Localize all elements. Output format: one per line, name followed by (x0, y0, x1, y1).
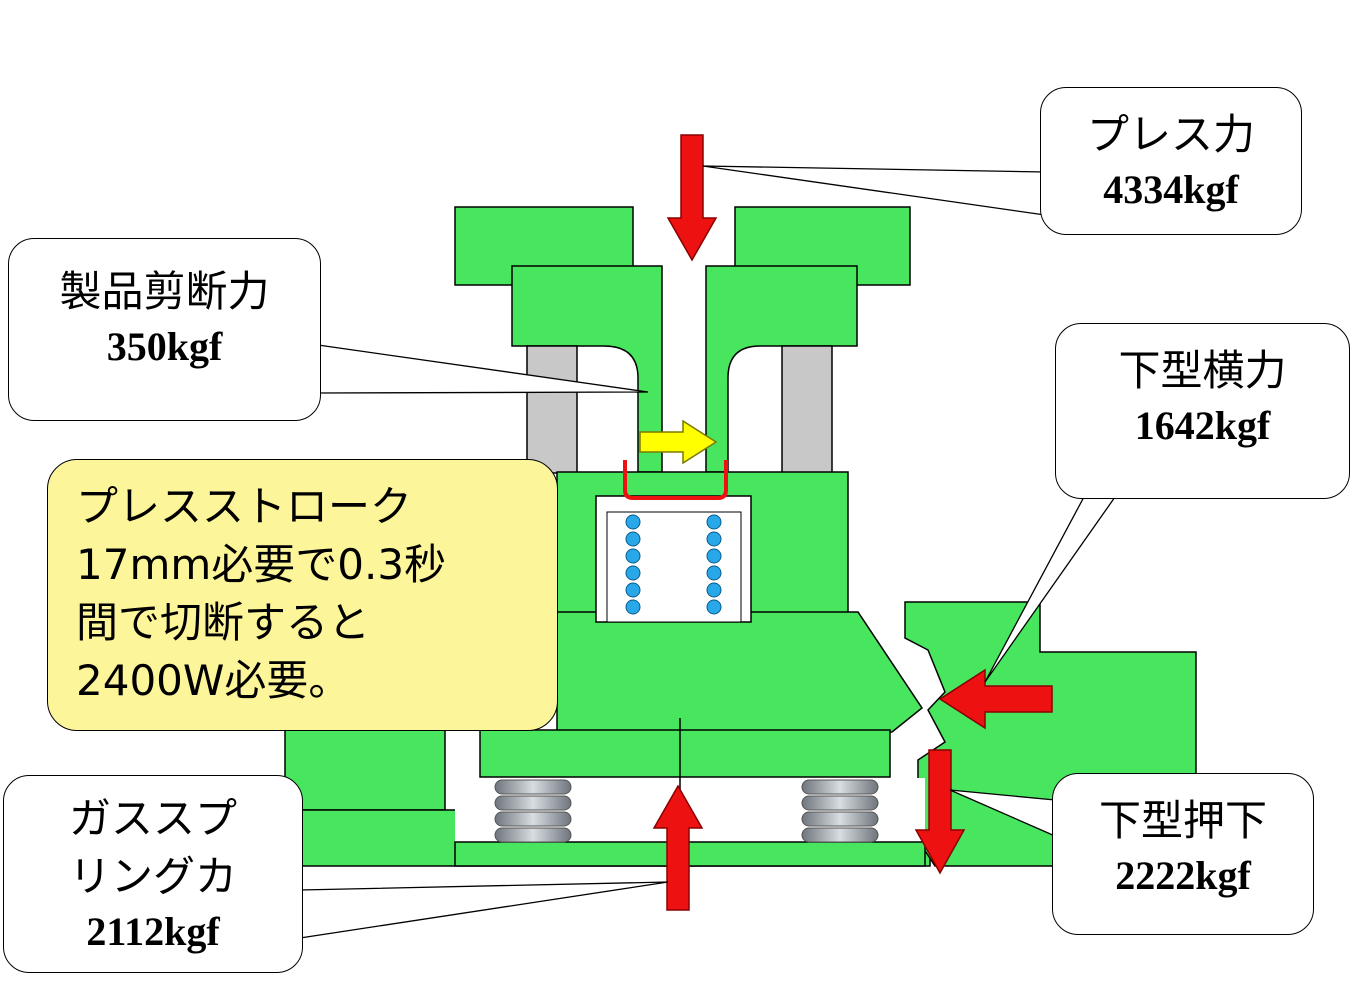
main-block (556, 611, 924, 733)
leader-lateral (984, 494, 1116, 683)
lower-die-press-arrow (914, 749, 966, 875)
gas-spring-label-line2: リングカ (68, 852, 237, 901)
press-force-value: 4334kgf (1103, 167, 1239, 212)
ball-bearings (625, 514, 722, 615)
shear-force-value: 350kgf (106, 324, 223, 369)
guide-post-left (526, 345, 578, 474)
callout-shear-force: 製品剪断力 350kgf (8, 238, 321, 421)
note-line-1: プレスストローク (76, 482, 413, 531)
arrows (652, 134, 1053, 911)
lateral-force-arrow (938, 668, 1053, 730)
gas-spring-value: 2112kgf (86, 909, 220, 954)
lower-die-press-value: 2222kgf (1115, 853, 1251, 898)
gas-spring-label-line1: ガススプ (68, 794, 237, 843)
shear-force-arrow (639, 419, 718, 465)
gas-spring-arrow (652, 784, 704, 911)
leader-lower-press (949, 789, 1056, 837)
lower-platen (479, 729, 891, 778)
lower-die-press-label: 下型押下 (1098, 796, 1267, 845)
base-frame-left-step (284, 729, 446, 811)
shear-force-label: 製品剪断力 (59, 267, 270, 316)
lower-die-lateral-value: 1642kgf (1134, 403, 1271, 448)
leader-press-force (702, 165, 1046, 216)
guide-post-right (781, 345, 833, 474)
workpiece (623, 460, 728, 500)
gas-spring-left (494, 779, 572, 843)
leader-lines (299, 165, 1116, 939)
callout-gas-spring: ガススプ リングカ 2112kgf (3, 775, 303, 973)
base-plate-redraw (454, 841, 926, 867)
note-line-4: 2400W必要。 (76, 656, 351, 705)
lower-die-lateral-label: 下型横力 (1118, 346, 1287, 395)
callout-press-force: プレス力 4334kgf (1040, 87, 1302, 235)
note-line-2: 17mm必要で0.3秒 (76, 540, 447, 589)
press-force-arrow (666, 134, 718, 262)
leader-shear-force (317, 344, 649, 394)
press-stroke-note: プレスストローク 17mm必要で0.3秒 間で切断すると 2400W必要。 (47, 459, 558, 731)
callout-lower-die-lateral: 下型横力 1642kgf (1055, 323, 1350, 499)
press-force-label: プレス力 (1086, 110, 1255, 159)
guide-posts (526, 345, 833, 474)
gas-spring-right (801, 779, 879, 843)
callout-lower-die-press: 下型押下 2222kgf (1052, 773, 1314, 935)
leader-gas-spring (299, 881, 669, 939)
note-line-3: 間で切断すると (76, 598, 371, 647)
